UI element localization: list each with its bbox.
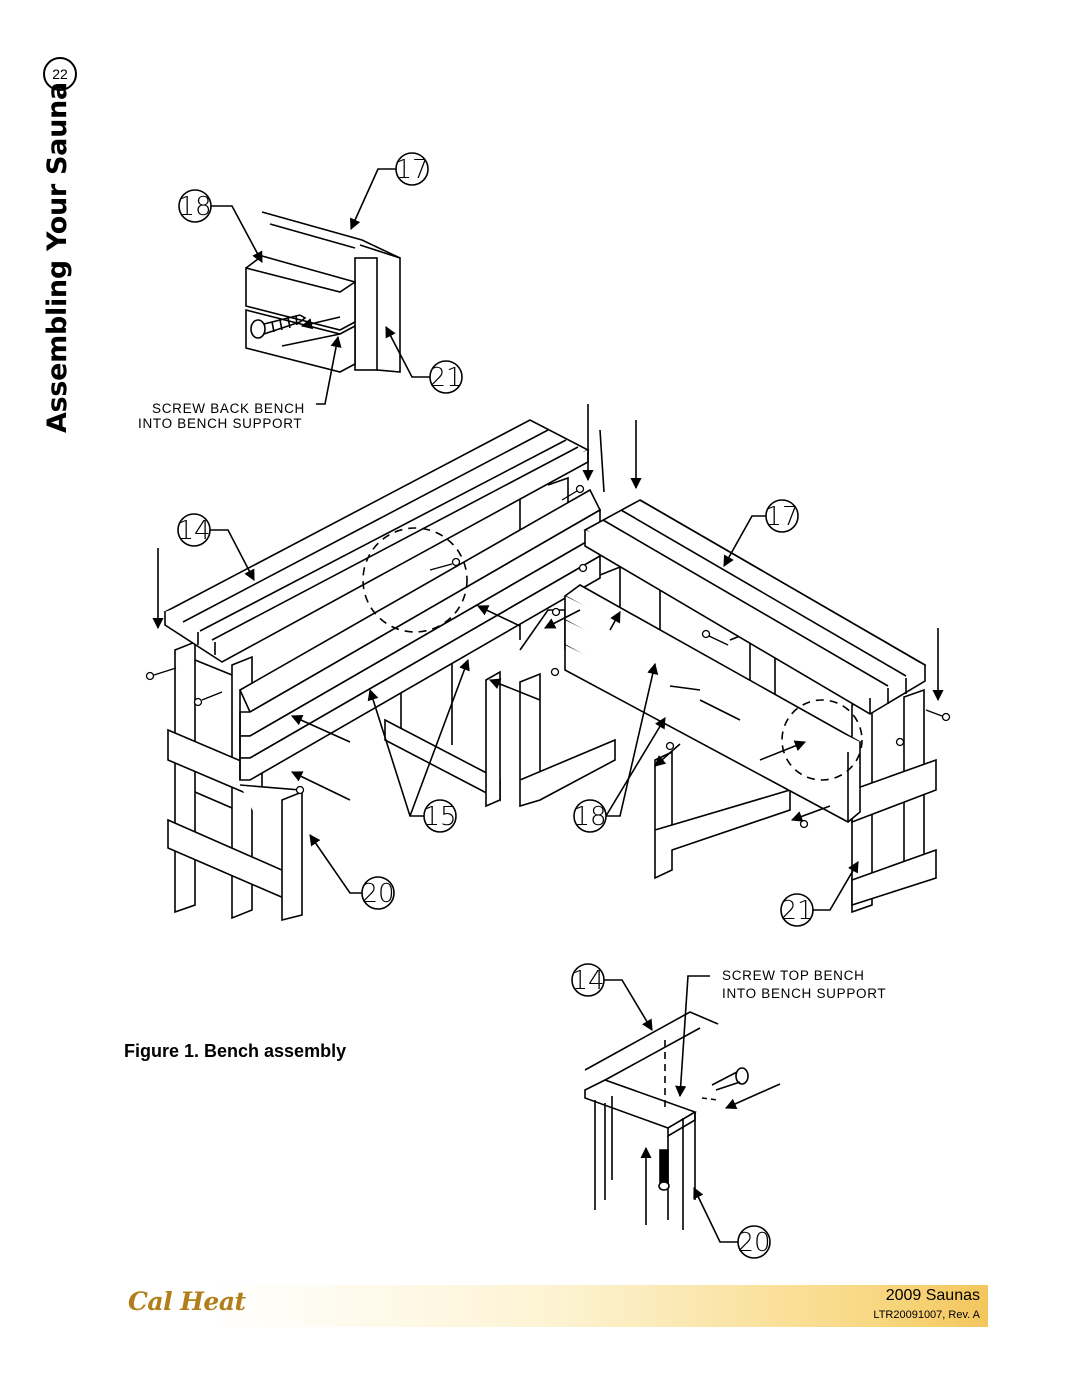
detail-top-bench: [584, 1011, 749, 1230]
svg-text:17: 17: [395, 155, 428, 185]
main-callout-14: 14: [177, 516, 210, 546]
main-callout-20: 20: [361, 879, 394, 909]
bottom-detail-label-line2: INTO BENCH SUPPORT: [722, 986, 886, 1001]
top-detail-label-line1: SCREW BACK BENCH: [152, 401, 305, 416]
svg-text:18: 18: [573, 802, 606, 832]
top-detail-callout-17: 17: [395, 155, 428, 185]
screws: [145, 484, 951, 829]
svg-text:21: 21: [429, 363, 462, 393]
bottom-detail-callout-20: 20: [737, 1228, 770, 1258]
top-detail-callout-18: 18: [178, 192, 211, 222]
main-callout-17: 17: [765, 502, 798, 532]
svg-text:14: 14: [177, 516, 210, 546]
main-callout-18: 18: [573, 802, 606, 832]
svg-text:18: 18: [178, 192, 211, 222]
bottom-detail-label-line1: SCREW TOP BENCH: [722, 968, 865, 983]
svg-text:15: 15: [423, 802, 456, 832]
svg-text:14: 14: [571, 966, 604, 996]
main-bench-assembly: [163, 419, 937, 922]
svg-text:20: 20: [361, 879, 394, 909]
main-callout-15: 15: [423, 802, 456, 832]
page-number: 22: [43, 57, 77, 91]
top-detail-callout-21: 21: [429, 363, 462, 393]
bottom-detail-callout-14: 14: [571, 966, 604, 996]
footer-title: 2009 Saunas: [885, 1287, 980, 1304]
footer-doc-id: LTR20091007, Rev. A: [873, 1309, 980, 1321]
main-callout-21: 21: [780, 896, 813, 926]
footer-bar: 2009 Saunas LTR20091007, Rev. A: [210, 1285, 988, 1327]
top-detail-label-line2: INTO BENCH SUPPORT: [138, 416, 302, 431]
cal-heat-logo: Cal Heat: [128, 1287, 246, 1316]
svg-text:21: 21: [780, 896, 813, 926]
figure-caption: Figure 1. Bench assembly: [124, 1041, 347, 1061]
svg-text:20: 20: [737, 1228, 770, 1258]
detail-back-bench: [245, 211, 401, 373]
svg-text:17: 17: [765, 502, 798, 532]
